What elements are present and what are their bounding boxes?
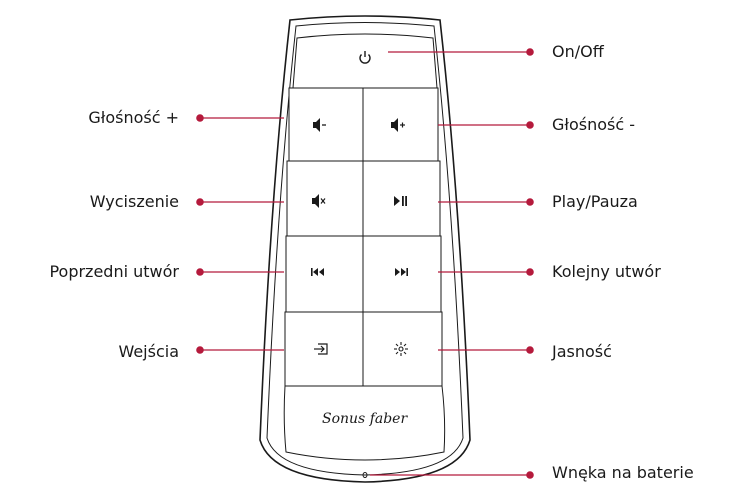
play-pause-button[interactable] [362,160,441,237]
label-volume-down: Głośność - [552,115,635,134]
label-brightness: Jasność [552,342,612,361]
callout-line-inputs-dot [196,346,204,354]
volume-minus-icon [313,118,326,132]
label-volume-up: Głośność + [88,108,179,127]
previous-track-icon [311,268,324,276]
mute-icon [312,194,326,208]
callout-line-brightness-dot [526,346,534,354]
callout-line-play-pause-dot [526,198,534,206]
callout-line-volume-up-dot [196,114,204,122]
callout-line-next-track-dot [526,268,534,276]
callout-line-on-off-dot [526,48,534,56]
callout-line-volume-down-dot [526,121,534,129]
callout-line-previous-track-dot [196,268,204,276]
callout-line-battery-compartment-dot [526,471,534,479]
input-icon [314,343,328,355]
battery-compartment-icon [362,472,368,478]
label-inputs: Wejścia [118,342,179,361]
label-battery-compartment: Wnęka na baterie [552,463,694,482]
button-grid [284,87,443,387]
logo-panel [283,385,446,461]
brightness-icon [394,342,408,356]
callout-line-mute-dot [196,198,204,206]
callout-lines [196,48,534,479]
brand-logo: Sonus faber [322,411,408,427]
label-next-track: Kolejny utwór [552,262,661,281]
play-pause-icon [394,196,407,206]
remote-body-inner [266,22,464,476]
power-icon [359,51,371,64]
label-on-off: On/Off [552,42,604,61]
label-play-pause: Play/Pauza [552,192,638,211]
label-mute: Wyciszenie [89,192,179,211]
volume-plus-icon [391,118,405,132]
next-track-icon [395,268,408,276]
power-button[interactable] [292,33,438,89]
previous-track-button[interactable] [285,235,364,313]
label-previous-track: Poprzedni utwór [49,262,179,281]
